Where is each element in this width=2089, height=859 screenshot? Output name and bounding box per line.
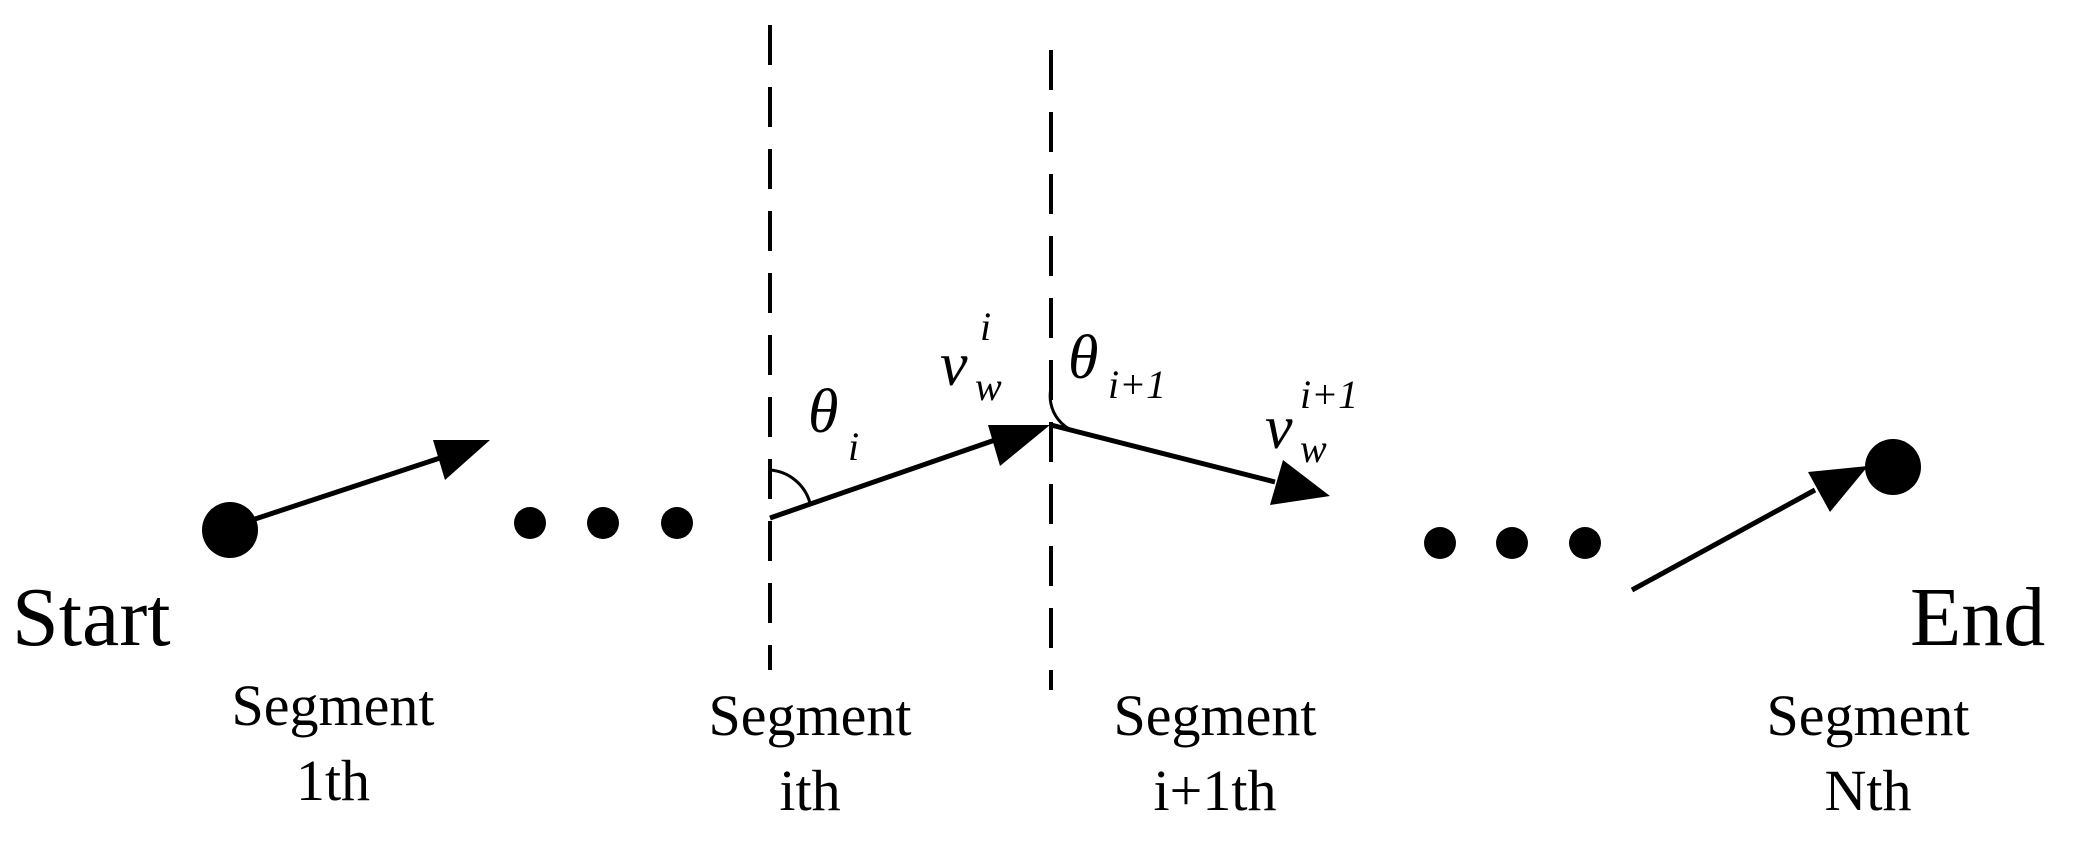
- velocity-arrow-segment-i1: [1050, 422, 1330, 505]
- segment-label-ith: Segment ith: [709, 683, 912, 823]
- velocity-v-i1-label: v i+1 w: [1265, 372, 1358, 471]
- svg-text:i: i: [848, 424, 859, 469]
- svg-text:v: v: [1265, 394, 1293, 462]
- svg-text:Segment: Segment: [709, 683, 912, 748]
- segment-label-nth: Segment Nth: [1767, 683, 1970, 823]
- angle-arc-theta-i1: [1048, 387, 1089, 436]
- theta-i1-label: θ i+1: [1068, 324, 1166, 407]
- svg-text:i+1th: i+1th: [1154, 758, 1277, 823]
- start-label: Start: [12, 571, 171, 664]
- svg-text:θ: θ: [808, 378, 838, 446]
- velocity-arrow-segment-1: [251, 440, 490, 523]
- end-label: End: [1910, 571, 2045, 664]
- segment-label-i1th: Segment i+1th: [1114, 683, 1317, 823]
- ellipsis-right: [1424, 527, 1601, 559]
- velocity-arrow-segment-i: [769, 425, 1050, 521]
- svg-text:i+1: i+1: [1108, 362, 1166, 407]
- svg-text:i+1: i+1: [1300, 372, 1358, 417]
- svg-text:w: w: [1300, 426, 1327, 471]
- segment-label-1th: Segment 1th: [232, 673, 435, 813]
- start-point: [202, 502, 258, 558]
- svg-text:Nth: Nth: [1825, 758, 1912, 823]
- end-point: [1865, 439, 1921, 495]
- velocity-v-i-label: v i w: [940, 304, 1002, 409]
- svg-text:i: i: [980, 304, 991, 349]
- ellipsis-left: [514, 507, 693, 539]
- svg-text:Segment: Segment: [1114, 683, 1317, 748]
- svg-text:ith: ith: [779, 758, 840, 823]
- svg-text:Segment: Segment: [1767, 683, 1970, 748]
- svg-text:Segment: Segment: [232, 673, 435, 738]
- svg-text:v: v: [940, 331, 968, 399]
- svg-text:w: w: [975, 364, 1002, 409]
- theta-i-label: θ i: [808, 378, 859, 469]
- svg-text:θ: θ: [1068, 324, 1098, 392]
- velocity-arrow-segment-n: [1630, 466, 1868, 593]
- angle-arc-theta-i: [769, 468, 812, 504]
- svg-text:1th: 1th: [296, 748, 370, 813]
